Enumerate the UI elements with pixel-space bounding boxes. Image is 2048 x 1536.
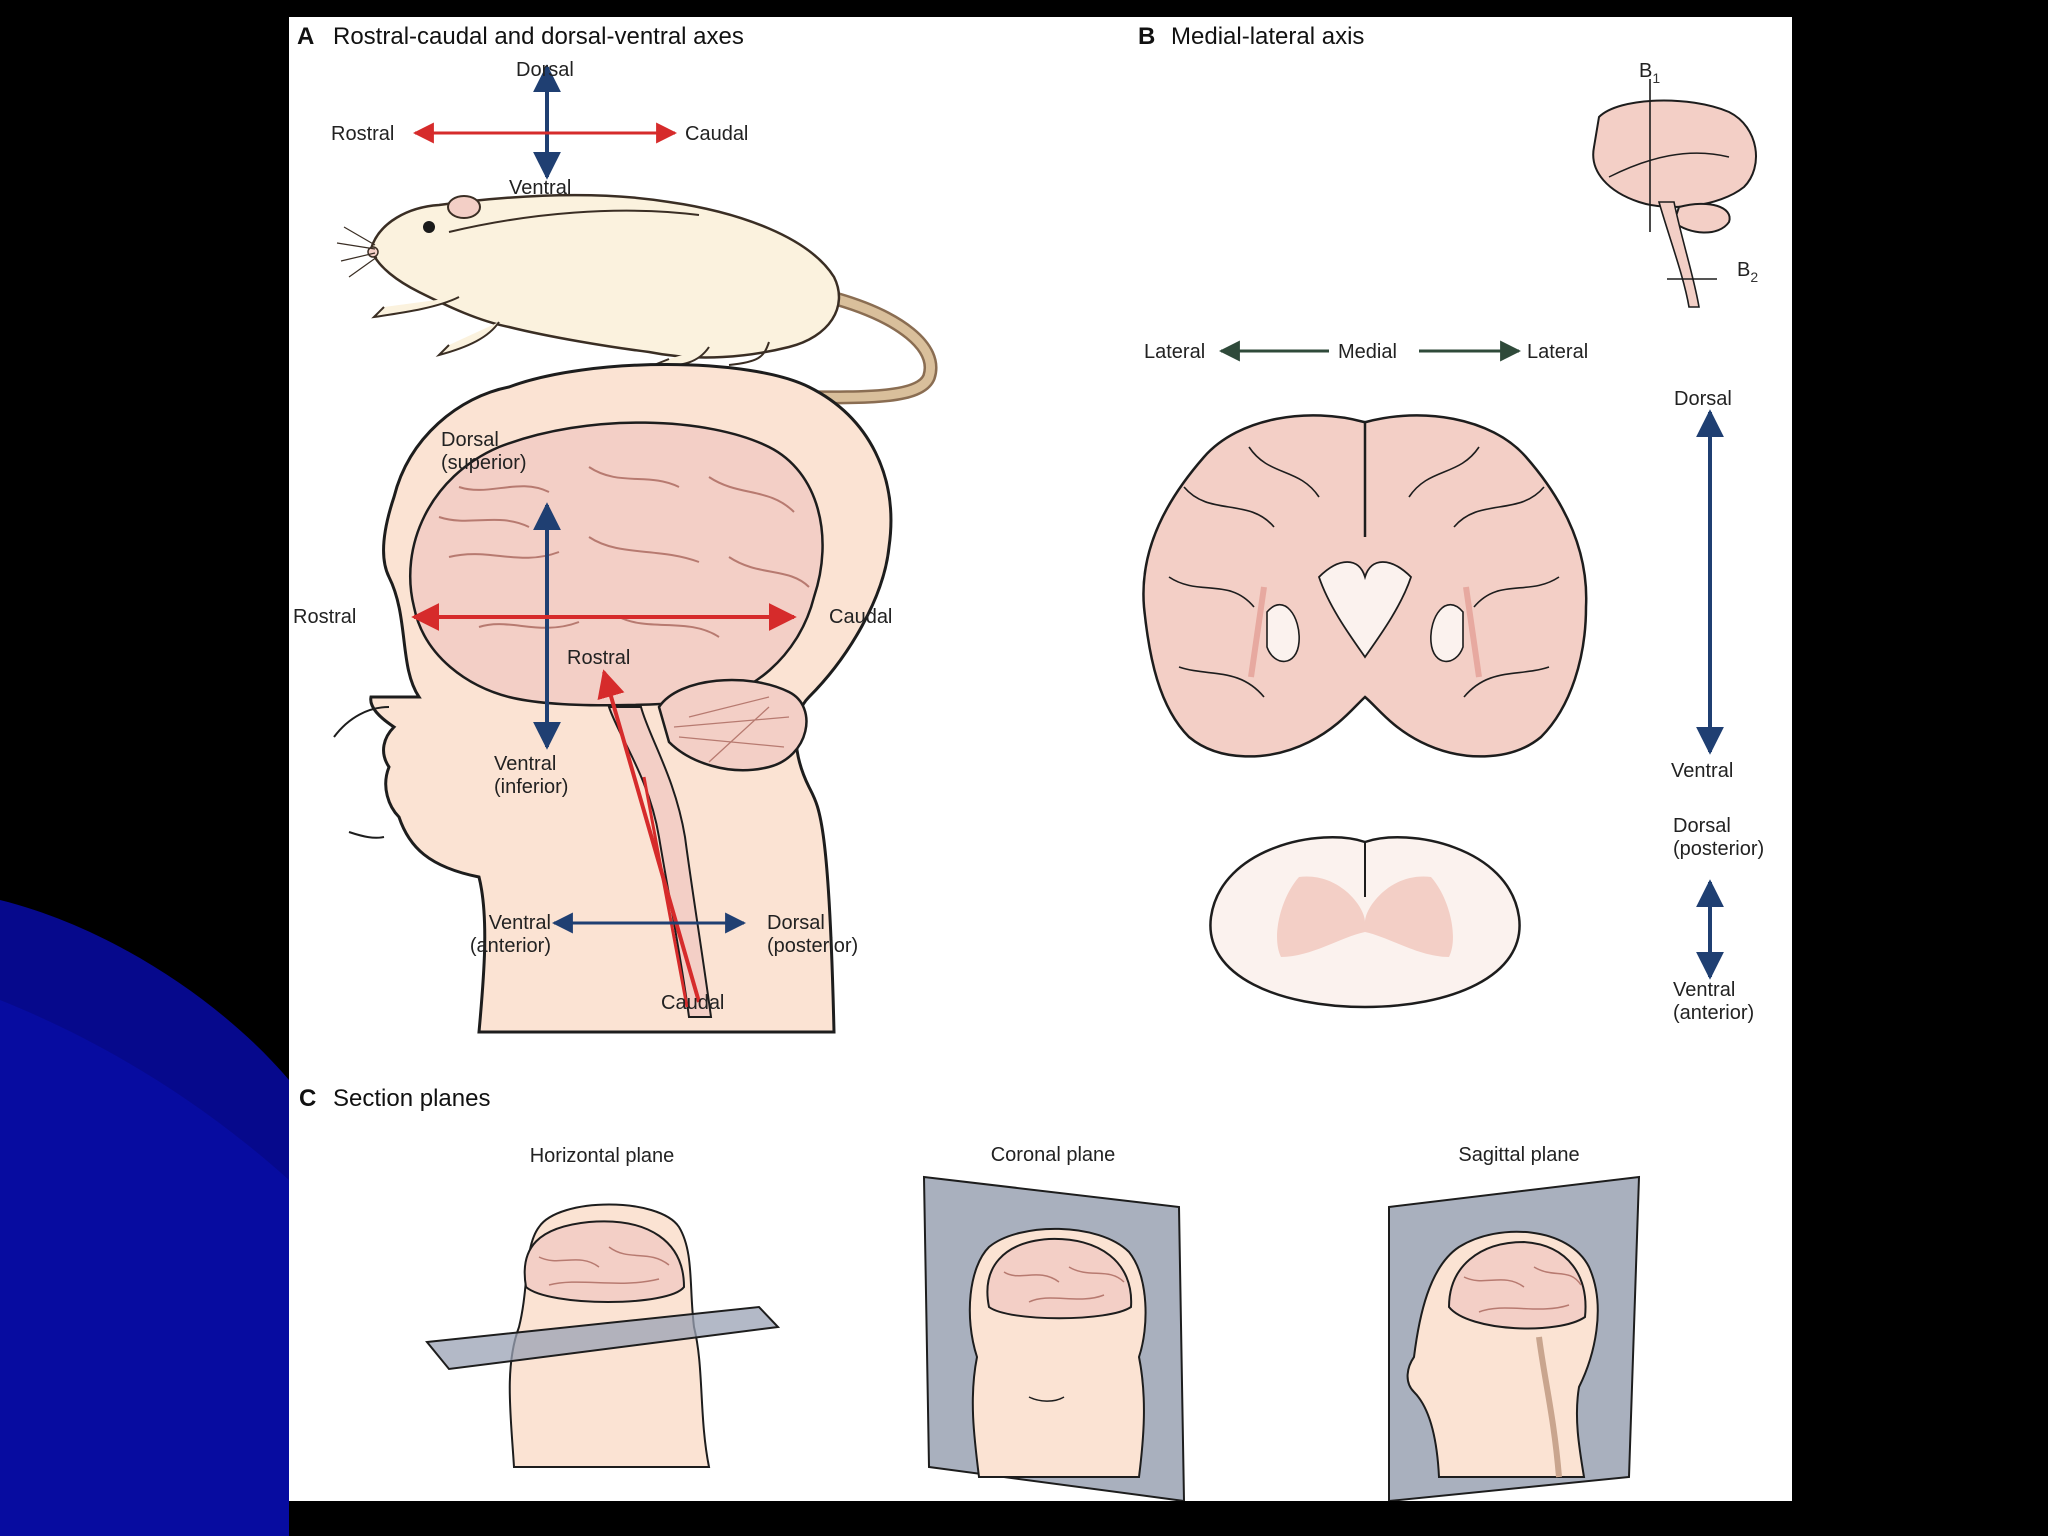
small-brain-illustration: [1592, 79, 1757, 308]
rat-rostral-label: Rostral: [331, 123, 394, 145]
panel-c-letter: C: [299, 1085, 316, 1112]
human-caudal-bottom-label: Caudal: [661, 992, 724, 1014]
human-superior-label: (superior): [441, 452, 527, 474]
brain-dorsal-label: Dorsal: [1674, 388, 1732, 410]
lateral-left-label: Lateral: [1144, 341, 1205, 363]
human-dorsal-label: Dorsal: [441, 429, 499, 451]
neck-dorsal-label: Dorsal: [767, 912, 825, 934]
panel-b: B Medial-lateral axis B1 B2 Lateral Medi…: [1138, 23, 1764, 1024]
panel-c: C Section planes Horizontal plane Corona…: [299, 1085, 1641, 1501]
coronal-brain-section: [1142, 414, 1588, 758]
horizontal-plane-label: Horizontal plane: [530, 1145, 675, 1167]
panel-b-title: Medial-lateral axis: [1171, 23, 1364, 50]
panel-a-letter: A: [297, 23, 314, 50]
panel-a: A Rostral-caudal and dorsal-ventral axes…: [293, 23, 938, 1034]
neck-ventral-label: Ventral: [489, 912, 551, 934]
brainstem-caudal-line: [642, 776, 689, 1008]
rat-ventral-label: Ventral: [509, 177, 571, 199]
rat-caudal-label: Caudal: [685, 123, 748, 145]
b1-label: B1: [1639, 60, 1660, 86]
human-inferior-label: (inferior): [494, 776, 568, 798]
neck-anterior-label: (anterior): [470, 935, 551, 957]
brainstem-rostral-arrow: [597, 669, 701, 1003]
brain-ventral-label: Ventral: [1671, 760, 1733, 782]
panel-b-letter: B: [1138, 23, 1155, 50]
cord-dorsal-label: Dorsal: [1673, 815, 1731, 837]
coronal-plane-illustration: [922, 1175, 1186, 1501]
sagittal-plane-label: Sagittal plane: [1458, 1144, 1579, 1166]
rat-dorsal-label: Dorsal: [516, 59, 574, 81]
brainstem-rostral-label: Rostral: [567, 647, 630, 669]
b2-label: B2: [1737, 259, 1758, 285]
human-caudal-label: Caudal: [829, 606, 892, 628]
medial-label: Medial: [1338, 341, 1397, 363]
sagittal-plane-illustration: [1388, 1175, 1641, 1501]
human-head-illustration: [333, 363, 893, 1034]
panel-c-title: Section planes: [333, 1085, 490, 1112]
panel-a-title: Rostral-caudal and dorsal-ventral axes: [333, 23, 744, 50]
human-rostral-label: Rostral: [293, 606, 356, 628]
anatomy-axes-figure: A Rostral-caudal and dorsal-ventral axes…: [289, 17, 1792, 1501]
neck-posterior-label: (posterior): [767, 935, 858, 957]
human-ventral-label: Ventral: [494, 753, 556, 775]
coronal-plane-label: Coronal plane: [991, 1144, 1116, 1166]
cord-posterior-label: (posterior): [1673, 838, 1764, 860]
cord-anterior-label: (anterior): [1673, 1002, 1754, 1024]
horizontal-plane-illustration: [425, 1203, 781, 1468]
spinal-cord-section: [1209, 836, 1521, 1009]
lateral-right-label: Lateral: [1527, 341, 1588, 363]
cord-ventral-label: Ventral: [1673, 979, 1735, 1001]
background-swoosh-highlight: [0, 1000, 289, 1536]
